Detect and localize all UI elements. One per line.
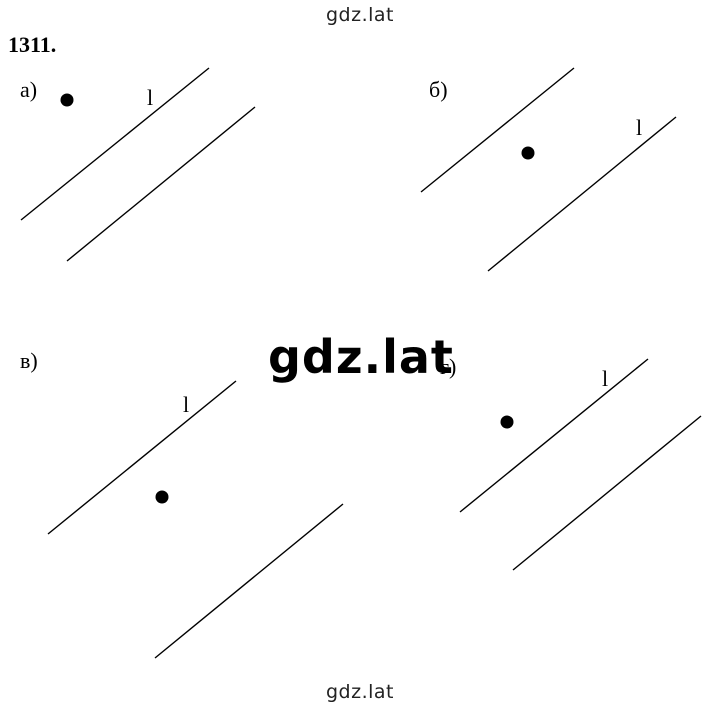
watermark-center: gdz.lat xyxy=(268,330,454,384)
figure-v-line-l xyxy=(47,380,237,535)
watermark-bottom: gdz.lat xyxy=(325,681,394,703)
watermark-top: gdz.lat xyxy=(325,4,394,26)
figure-b-parallel-line xyxy=(420,67,575,193)
figure-a-parallel-line xyxy=(66,106,256,262)
line-label-b: l xyxy=(636,115,643,140)
figure-g-parallel-line xyxy=(512,415,702,571)
figure-a xyxy=(20,67,256,262)
figure-b xyxy=(420,67,677,272)
part-label-g: г) xyxy=(440,354,457,379)
figure-a-point xyxy=(60,93,74,107)
part-label-v: в) xyxy=(20,348,38,373)
figure-v-parallel-line xyxy=(154,503,344,659)
figure-g xyxy=(459,358,702,571)
problem-number: 1311. xyxy=(8,32,57,57)
figure-g-point xyxy=(500,415,514,429)
part-label-b: б) xyxy=(429,77,448,102)
figure-g-line-l xyxy=(459,358,649,513)
figure-v xyxy=(47,380,344,659)
part-label-a: а) xyxy=(20,77,38,102)
figure-a-line-l xyxy=(20,67,210,221)
figure-b-point xyxy=(521,146,535,160)
figure-v-point xyxy=(155,490,169,504)
figure-b-line-l xyxy=(487,116,677,272)
line-label-v: l xyxy=(183,392,190,417)
line-label-a: l xyxy=(147,85,154,110)
line-label-g: l xyxy=(602,366,609,391)
